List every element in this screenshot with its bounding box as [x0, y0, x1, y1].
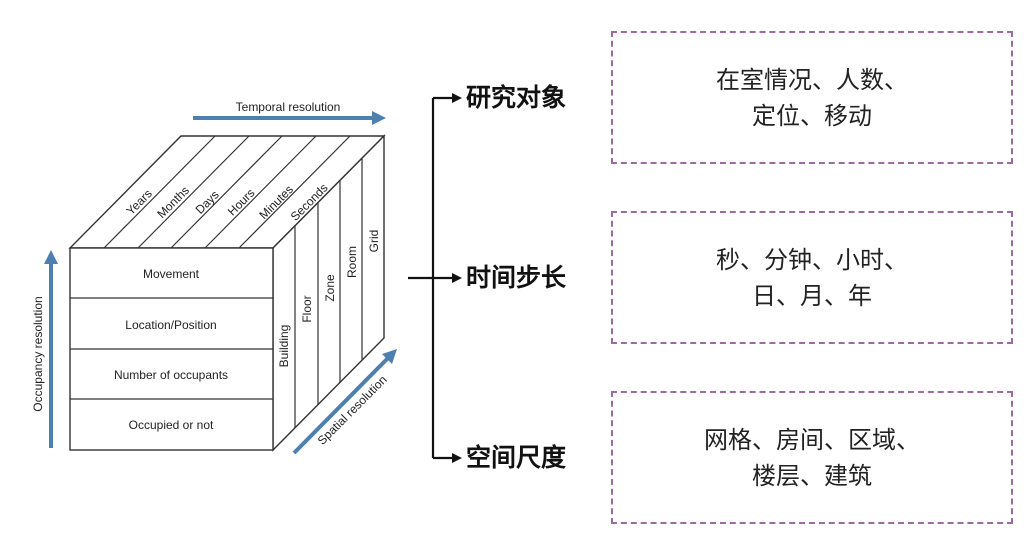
time-step-text: 秒、分钟、小时、 日、月、年 — [716, 242, 908, 314]
top-divider — [204, 135, 317, 249]
top-divider — [238, 135, 351, 249]
bracket-connector — [408, 93, 462, 463]
research-object-line-1: 在室情况、人数、 — [716, 65, 908, 94]
occupancy-label-occupied: Occupied or not — [129, 418, 214, 432]
top-divider — [103, 135, 216, 249]
spatial-scale-box: 网格、房间、区域、 楼层、建筑 — [611, 391, 1013, 524]
axis-arrows — [44, 111, 397, 455]
occupancy-label-number: Number of occupants — [114, 368, 228, 382]
spatial-label-room: Room — [345, 246, 359, 278]
spatial-label-grid: Grid — [367, 230, 381, 253]
spatial-label-floor: Floor — [300, 295, 314, 322]
research-object-text: 在室情况、人数、 定位、移动 — [716, 62, 908, 134]
occupancy-label-movement: Movement — [143, 267, 200, 281]
bracket-bottom-arrow-icon — [452, 453, 462, 463]
category-spatial-scale: 空间尺度 — [466, 443, 567, 472]
occupancy-label-location: Location/Position — [125, 318, 216, 332]
bracket-top-arrow-icon — [452, 93, 462, 103]
spatial-scale-line-1: 网格、房间、区域、 — [704, 425, 920, 454]
top-divider — [137, 135, 250, 249]
category-time-step: 时间步长 — [466, 263, 567, 292]
category-research-object: 研究对象 — [466, 83, 567, 112]
research-object-box: 在室情况、人数、 定位、移动 — [611, 31, 1013, 164]
time-step-box: 秒、分钟、小时、 日、月、年 — [611, 211, 1013, 344]
spatial-arrow — [292, 356, 390, 455]
research-object-line-2: 定位、移动 — [752, 101, 872, 130]
temporal-axis-label: Temporal resolution — [236, 100, 341, 114]
spatial-scale-text: 网格、房间、区域、 楼层、建筑 — [704, 422, 920, 494]
time-step-line-2: 日、月、年 — [752, 281, 872, 310]
temporal-arrow-head — [372, 111, 386, 125]
spatial-arrow-head — [382, 349, 397, 364]
top-divider — [170, 135, 283, 249]
occupancy-arrow-head — [44, 250, 58, 264]
occupancy-axis-label: Occupancy resolution — [31, 296, 45, 411]
bracket-middle-arrow-icon — [452, 273, 462, 283]
spatial-scale-line-2: 楼层、建筑 — [752, 461, 872, 490]
cube-diagram: Years Months Days Hours Minutes Seconds … — [31, 93, 462, 463]
spatial-label-building: Building — [277, 325, 291, 368]
spatial-label-zone: Zone — [323, 274, 337, 302]
time-step-line-1: 秒、分钟、小时、 — [716, 245, 908, 274]
